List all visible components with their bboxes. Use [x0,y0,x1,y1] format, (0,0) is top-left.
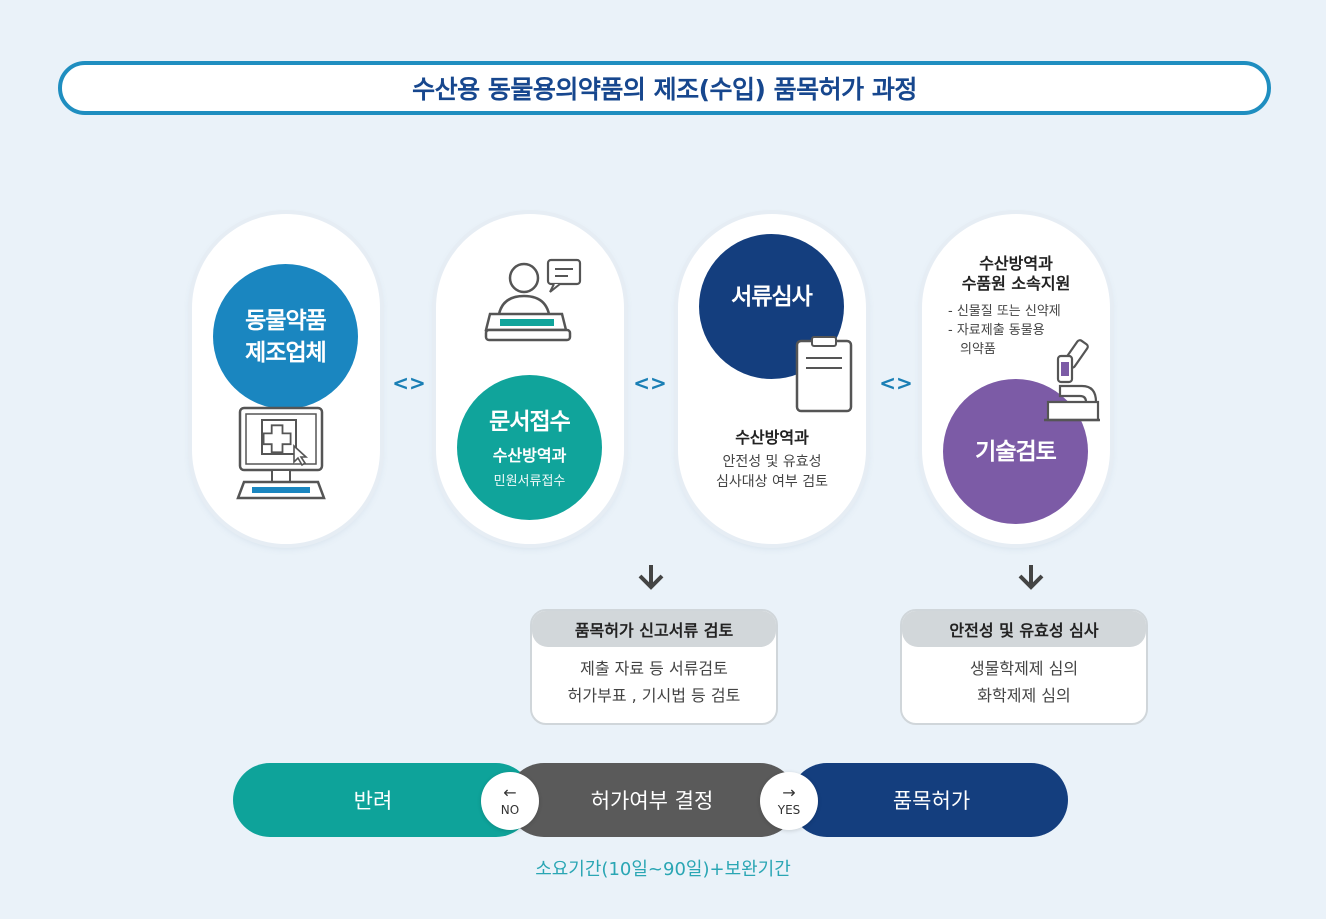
approve-label: 품목허가 [892,789,971,813]
receipt-circle: 문서접수 수산방역과 민원서류접수 [457,375,602,520]
tech-org-line1: 수산방역과 [979,254,1053,273]
yes-label: YES [777,803,801,817]
connector-1: <> [392,371,426,395]
reject-label: 반려 [353,789,393,813]
connector-3: <> [879,371,913,395]
microscope-icon [1044,339,1100,422]
manufacturer-circle: 동물약품 제조업체 [213,264,358,409]
title-bar: 수산용 동물용의약품의 제조(수입) 품목허가 과정 [58,61,1271,115]
yes-badge: → YES [760,772,818,830]
document-check-box: 품목허가 신고서류 검토 제출 자료 등 서류검토 허가부표 , 기시법 등 검… [530,609,778,725]
left-arrow-icon: ← [503,783,517,802]
tech-bullet2: - 자료제출 동물용 [948,323,1045,338]
receipt-note: 민원서류접수 [493,474,566,489]
document-check-line2: 허가부표 , 기시법 등 검토 [567,686,741,705]
step-card-manufacturer: 동물약품 제조업체 [192,214,380,544]
safety-review-box: 안전성 및 유효성 심사 생물학제제 심의 화학제제 심의 [900,609,1148,725]
document-check-header: 품목허가 신고서류 검토 [532,611,776,647]
document-check-line1: 제출 자료 등 서류검토 [580,659,728,678]
safety-review-line2: 화학제제 심의 [977,686,1071,705]
safety-review-header: 안전성 및 유효성 심사 [902,611,1146,647]
document-review-org: 수산방역과 [735,428,809,447]
clipboard-icon [795,336,853,413]
down-arrow-icon [638,565,664,590]
duration-note: 소요기간(10일~90일)+보완기간 [535,859,791,880]
safety-review-line1: 생물학제제 심의 [969,659,1079,678]
document-review-desc2: 심사대상 여부 검토 [716,474,828,490]
no-label: NO [500,803,520,817]
computer-medical-icon [236,406,326,500]
step-card-receipt: 문서접수 수산방역과 민원서류접수 [436,214,624,544]
technical-review-title: 기술검토 [975,438,1057,465]
manufacturer-line2: 제조업체 [245,339,327,366]
tech-bullet1: - 신물질 또는 신약제 [948,304,1061,319]
receipt-title: 문서접수 [489,409,571,435]
manufacturer-line1: 동물약품 [245,307,327,334]
no-badge: ← NO [481,772,539,830]
tech-org-line2: 수품원 소속지원 [961,274,1071,293]
receipt-org: 수산방역과 [492,446,567,465]
decision-label: 허가여부 결정 [590,789,714,813]
decision-bar: 허가여부 결정 [507,763,797,837]
approve-bar: 품목허가 [790,763,1068,837]
step-card-technical-review: 수산방역과 수품원 소속지원 - 신물질 또는 신약제 - 자료제출 동물용 의… [922,214,1110,544]
step-card-document-review: 서류심사 수산방역과 안전성 및 유효성 심사대상 여부 검토 [678,214,866,544]
document-review-desc1: 안전성 및 유효성 [722,454,822,470]
right-arrow-icon: → [782,783,796,802]
down-arrow-icon [1018,565,1044,590]
page-title: 수산용 동물용의약품의 제조(수입) 품목허가 과정 [412,75,917,104]
tech-bullet2-cont: 의약품 [960,342,996,357]
connector-2: <> [633,371,667,395]
document-review-title: 서류심사 [731,283,813,310]
person-laptop-icon [484,258,582,342]
